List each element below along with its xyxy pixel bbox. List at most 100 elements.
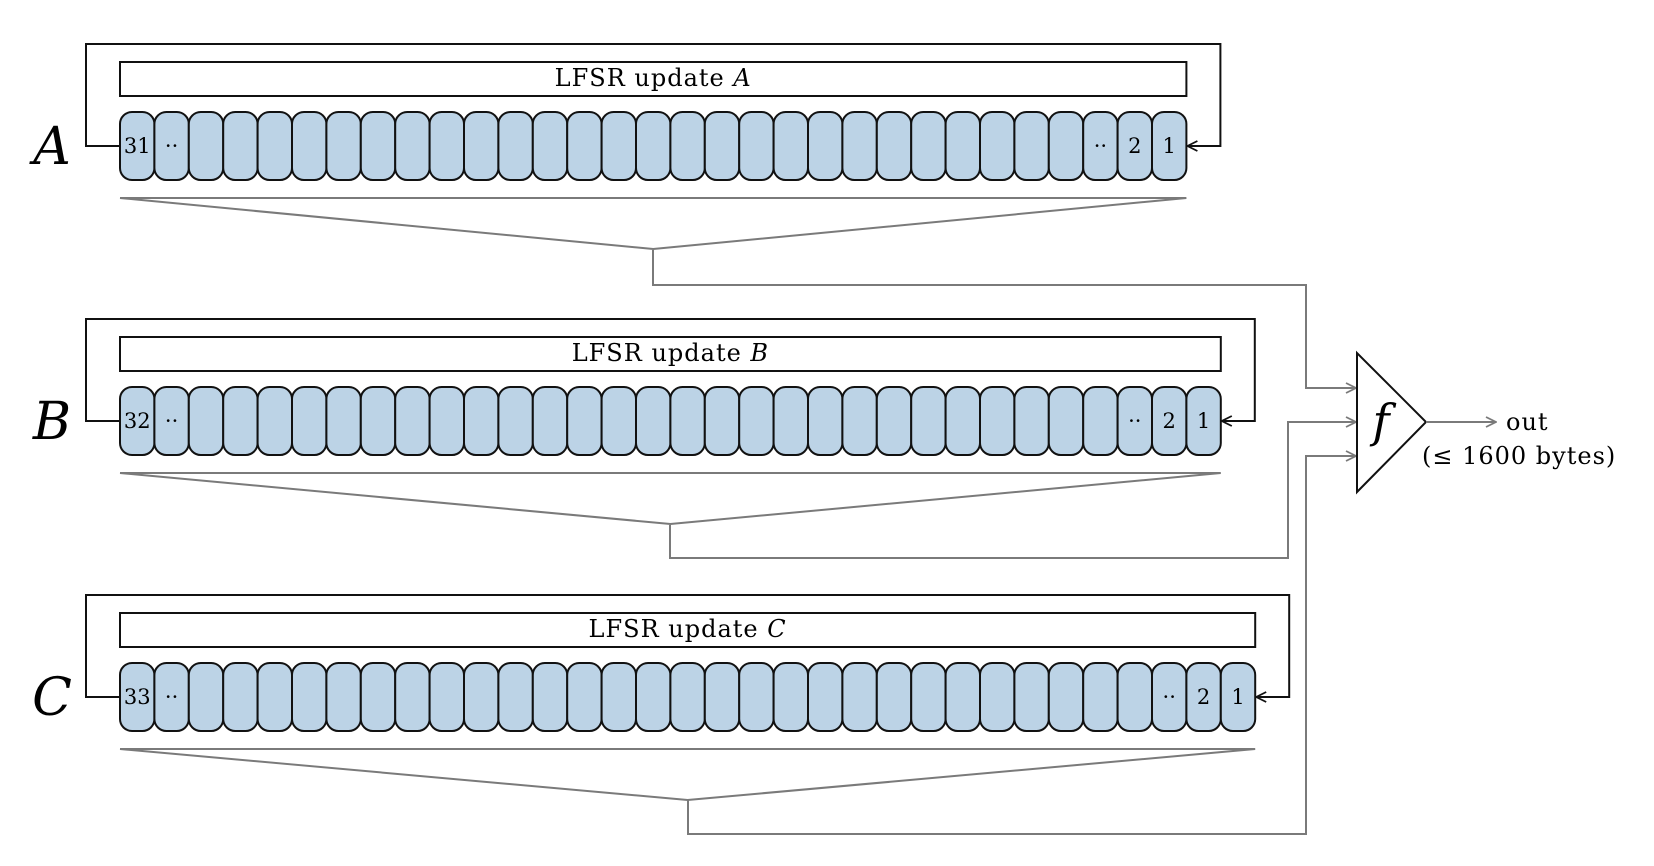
register-cell-a [703, 111, 741, 181]
register-cell-c [566, 662, 603, 732]
connectors [652, 250, 1356, 835]
connector-a-to-f [652, 250, 1356, 388]
update-box-b [119, 336, 1222, 372]
register-cell-b [807, 386, 844, 456]
update-prefix-c: LFSR update [589, 615, 768, 643]
register-cell-b [772, 386, 809, 456]
cell-label-a: 2 [1128, 134, 1141, 158]
register-cell-b [428, 386, 466, 456]
register-cell-a [463, 111, 500, 181]
register-name-a: A [29, 117, 71, 177]
output-label: out [1506, 408, 1549, 436]
collector-b [119, 472, 1221, 526]
register-cell-b [222, 386, 259, 456]
register-cell-a [256, 111, 294, 181]
register-cell-b [703, 386, 741, 456]
register-cell-a [910, 111, 947, 181]
register-cell-a [325, 111, 362, 181]
register-cell-c [359, 662, 397, 732]
register-cell-a [841, 111, 878, 181]
register-cell-b [669, 386, 706, 456]
register-cell-c [291, 662, 328, 732]
register-cell-b [841, 386, 878, 456]
register-cell-a [772, 111, 809, 181]
register-cell-c [325, 662, 362, 732]
feedback-loop-b [85, 318, 1256, 421]
register-cell-b [359, 386, 397, 456]
cell-label-b: ·· [1128, 409, 1141, 433]
register-cell-c [428, 662, 466, 732]
feedback-loop-a [85, 43, 1222, 146]
register-cell-c [910, 662, 947, 732]
register-cell-b [600, 386, 637, 456]
register-cell-a [1151, 111, 1188, 181]
connector-b-to-f [669, 422, 1356, 559]
register-cell-c [979, 662, 1016, 732]
register-cell-a [807, 111, 844, 181]
register-cell-c [944, 662, 981, 732]
register-cell-a [1013, 111, 1050, 181]
update-var-a: A [731, 64, 751, 92]
register-cell-c [1219, 662, 1257, 732]
update-box-a [119, 61, 1188, 97]
register-cell-c [531, 662, 569, 732]
cell-label-b: 2 [1163, 409, 1176, 433]
register-cell-c [187, 662, 225, 732]
register-cell-c [1082, 662, 1119, 732]
update-label-b: LFSR update B [572, 339, 769, 367]
update-box-c [119, 612, 1257, 648]
register-cell-b [566, 386, 603, 456]
register-cell-a [394, 111, 431, 181]
register-cell-c [635, 662, 672, 732]
collector-a [119, 197, 1187, 251]
register-cell-a [222, 111, 259, 181]
register-name-c: C [32, 668, 72, 728]
register-cell-c [875, 662, 913, 732]
register-cell-b [291, 386, 328, 456]
register-cell-a [979, 111, 1016, 181]
feedback-loop-c [85, 594, 1291, 697]
register-cell-c [738, 662, 775, 732]
register-cell-c [394, 662, 431, 732]
register-cell-b [738, 386, 775, 456]
register-cell-a [187, 111, 225, 181]
register-cell-b [497, 386, 534, 456]
cell-label-b: 1 [1197, 409, 1210, 433]
register-cell-b [394, 386, 431, 456]
cell-label-c: 33 [124, 685, 151, 709]
register-cell-b [1185, 386, 1222, 456]
register-cell-b [256, 386, 294, 456]
output-note: (≤ 1600 bytes) [1422, 442, 1616, 470]
cell-label-a: ·· [1094, 134, 1107, 158]
register-cell-c [772, 662, 809, 732]
update-label-a: LFSR update A [555, 64, 752, 92]
connector-c-to-f [687, 456, 1356, 835]
cell-label-c: 1 [1231, 685, 1244, 709]
register-cell-b [531, 386, 569, 456]
cell-label-a: 31 [124, 134, 151, 158]
register-cell-a [669, 111, 706, 181]
update-var-b: B [749, 339, 769, 367]
register-cell-b [875, 386, 913, 456]
register-cell-c [669, 662, 706, 732]
register-cell-b [1013, 386, 1050, 456]
cell-label-c: 2 [1197, 685, 1210, 709]
register-cell-c [463, 662, 500, 732]
cell-label-b: ·· [165, 409, 178, 433]
register-cell-b [944, 386, 981, 456]
update-prefix-b: LFSR update [572, 339, 751, 367]
register-cell-b [463, 386, 500, 456]
cell-label-a: 1 [1163, 134, 1176, 158]
register-cell-a [738, 111, 775, 181]
register-cell-c [1116, 662, 1153, 732]
register-cell-a [359, 111, 397, 181]
register-cell-b [187, 386, 225, 456]
register-cell-a [531, 111, 569, 181]
register-cell-c [600, 662, 637, 732]
cell-label-c: ·· [1163, 685, 1176, 709]
combiner-triangle [1356, 350, 1428, 495]
register-cell-b [910, 386, 947, 456]
